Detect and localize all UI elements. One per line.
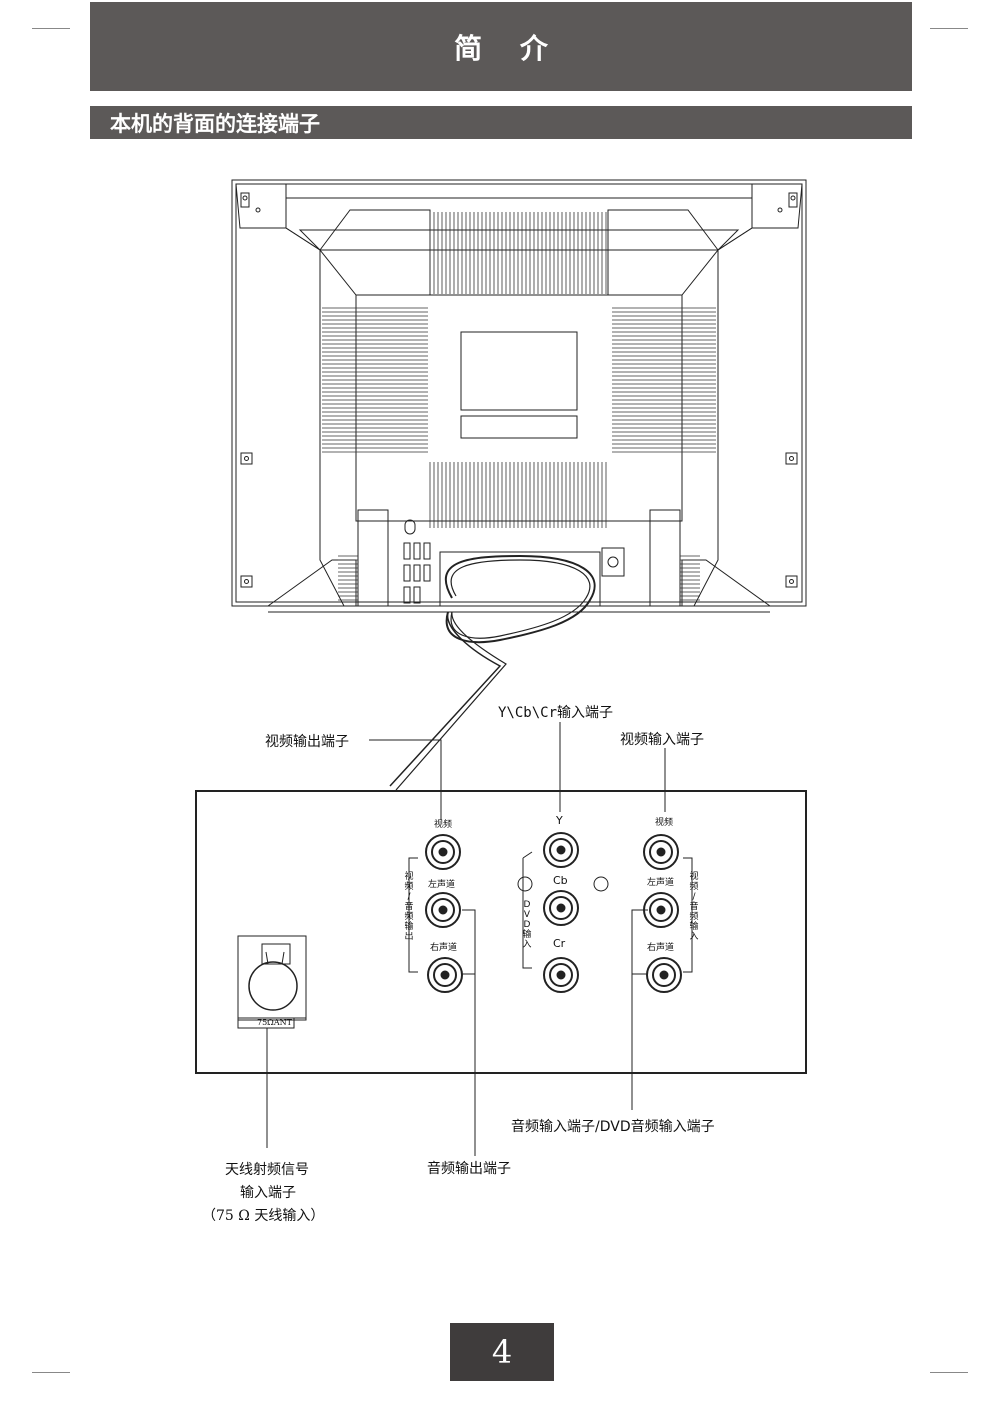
antenna-jack [237, 935, 307, 1029]
antenna-callout-line1: 天线射频信号 [225, 1162, 309, 1178]
audio-in-callout: 音频输入端子/DVD音频输入端子 [511, 1119, 715, 1135]
section-bar: 本机的背面的连接端子 [90, 106, 912, 139]
crop-mark-bottom-right [930, 1372, 968, 1373]
antenna-callout-line2: 输入端子 [240, 1185, 296, 1201]
audio-out-callout: 音频输出端子 [427, 1161, 511, 1177]
section-title: 本机的背面的连接端子 [110, 111, 320, 136]
antenna-callout-line3: （75 Ω 天线输入） [202, 1208, 325, 1224]
crop-mark-top-right [930, 28, 968, 29]
page-number-box: 4 [450, 1323, 554, 1381]
ycbcr-in-callout: Y\Cb\Cr输入端子 [498, 705, 614, 721]
left-left-channel-label: 左声道 [428, 880, 456, 890]
right-right-channel-label: 右声道 [647, 943, 675, 953]
video-in-callout: 视频输入端子 [620, 732, 704, 748]
video-out-callout: 视频输出端子 [265, 734, 349, 750]
rca-jack [427, 957, 463, 993]
vent-slots [322, 212, 716, 601]
left-video-label: 视频 [434, 820, 453, 830]
rca-jack [643, 834, 679, 870]
cr-label: Cr [553, 937, 566, 950]
cb-label: Cb [553, 874, 568, 887]
rca-jack [425, 834, 461, 870]
page-number: 4 [491, 1333, 513, 1371]
rca-jack [425, 892, 461, 928]
connector-panel [195, 722, 807, 1156]
tv-rear-illustration [231, 179, 807, 791]
rca-jack [643, 892, 679, 928]
right-video-label: 视频 [655, 818, 674, 828]
page-title: 简 介 [454, 31, 562, 65]
left-group-label: 视频/音频输出 [404, 872, 414, 942]
rca-jack [543, 890, 579, 926]
header-bar: 简 介 [90, 2, 912, 91]
rca-jack [543, 832, 579, 868]
crop-mark-bottom-left [32, 1372, 70, 1373]
rca-jacks [425, 832, 682, 993]
rca-jack [646, 957, 682, 993]
right-group-label: 视频/音频输入 [689, 872, 699, 942]
crop-mark-top-left [32, 28, 70, 29]
antenna-label: 75ΩANT [257, 1018, 292, 1027]
y-label: Y [556, 814, 563, 827]
right-left-channel-label: 左声道 [647, 878, 675, 888]
rca-jack [543, 957, 579, 993]
left-right-channel-label: 右声道 [430, 943, 458, 953]
